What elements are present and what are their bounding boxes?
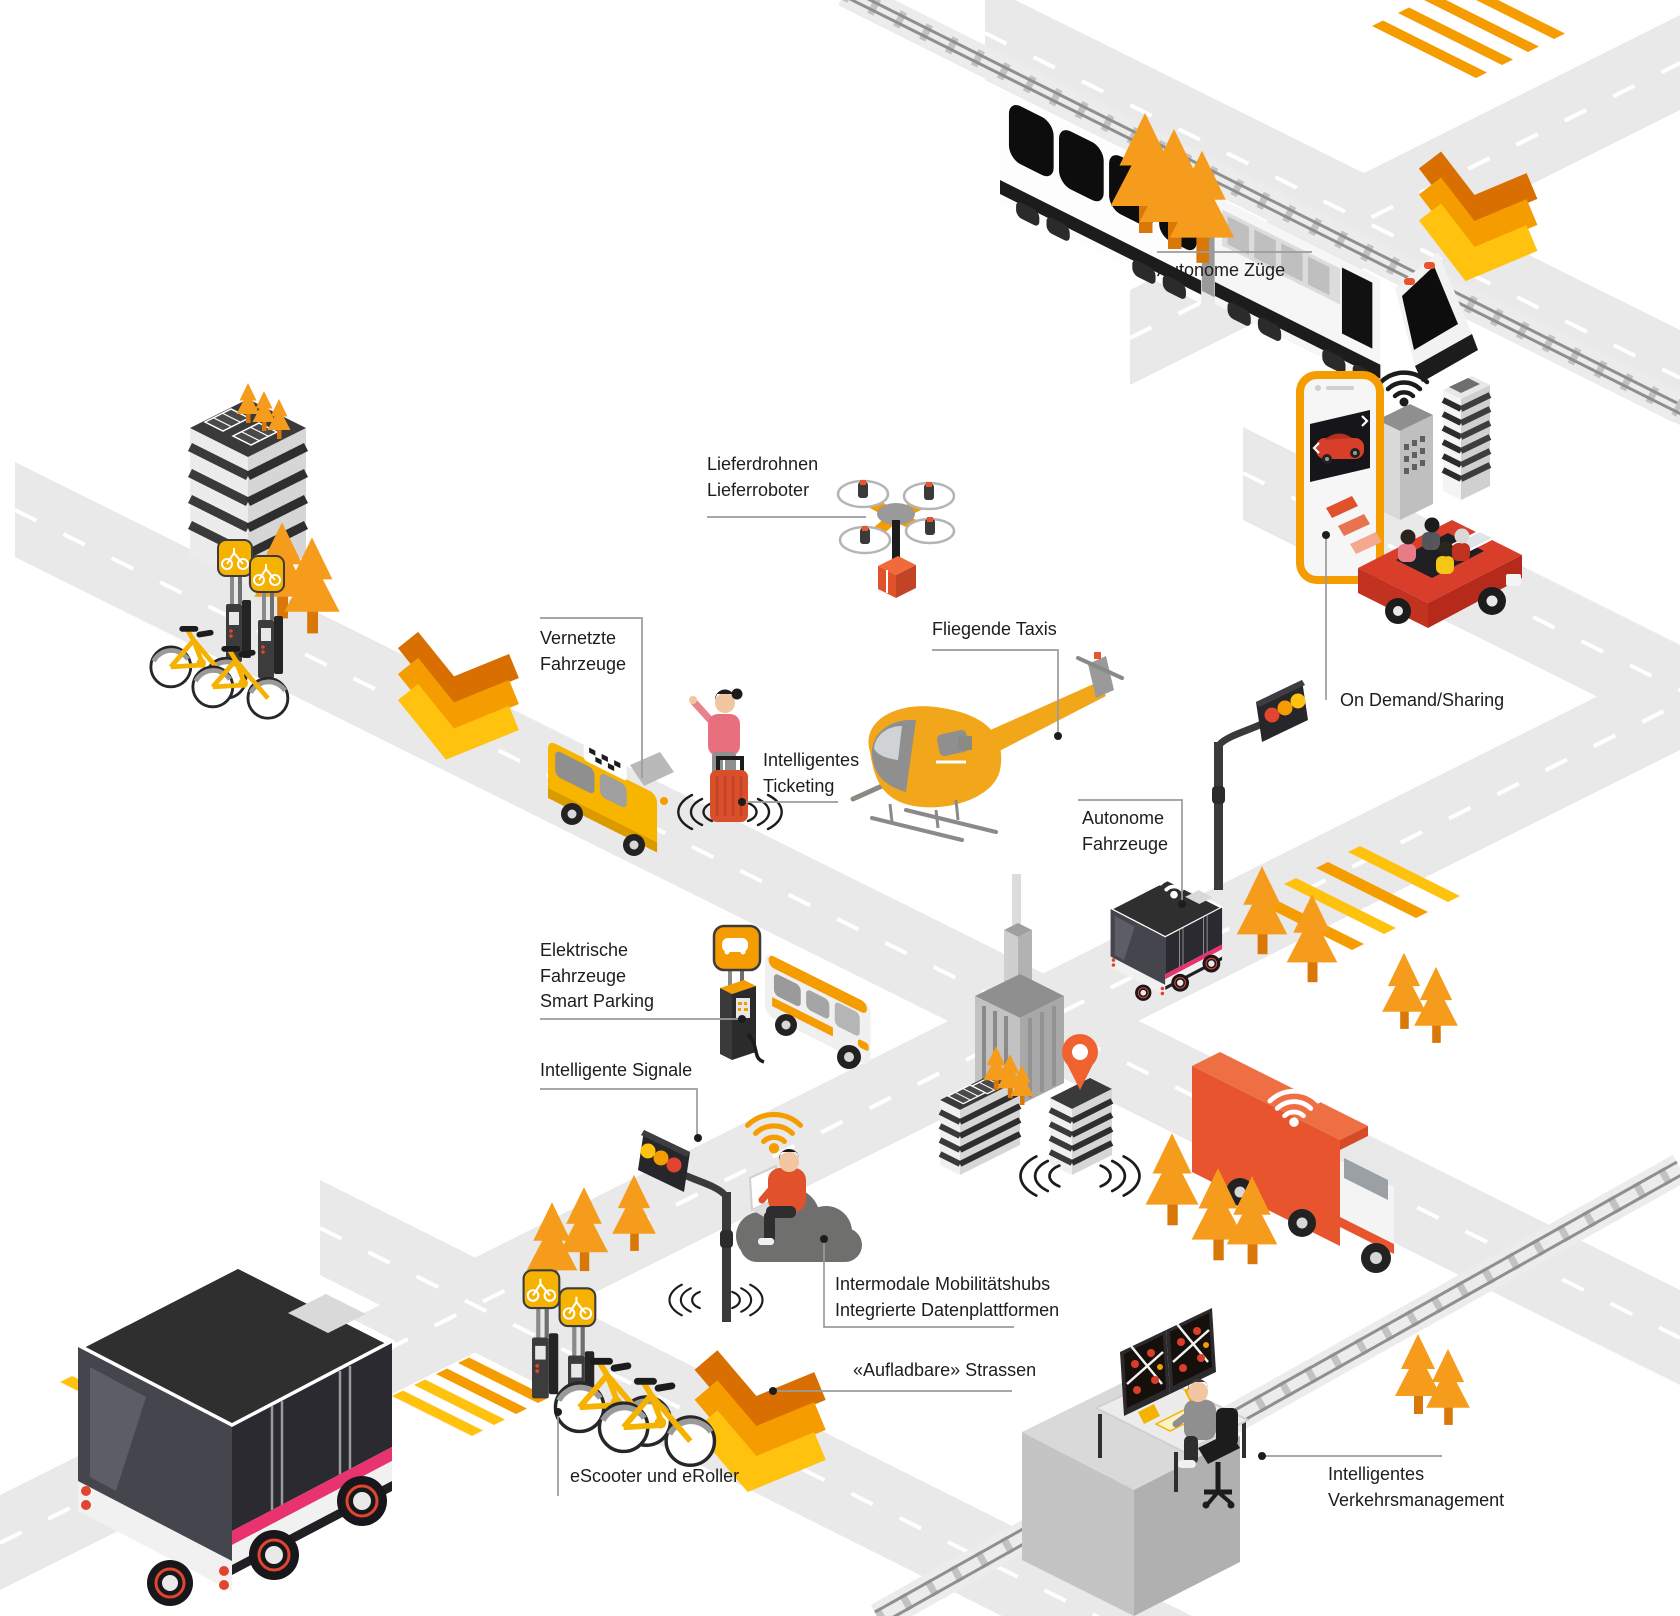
railway-bottom-line	[870, 1154, 1680, 1616]
traffic-light-2	[638, 1130, 764, 1322]
leader-dots	[554, 531, 1330, 1460]
crosswalk-top-right	[1372, 0, 1565, 78]
label-escooter-und-eroller: eScooter und eRoller	[570, 1466, 740, 1486]
ride-sharing-car	[1358, 517, 1522, 628]
railway-train-line	[838, 0, 1680, 423]
air-taxi-helicopter	[850, 652, 1124, 842]
delivery-drone	[836, 479, 956, 598]
label-lieferdrohnen-lieferroboter: Lieferdrohnen Lieferroboter	[707, 454, 819, 500]
label-vernetzte-fahrzeuge: Vernetzte Fahrzeuge	[540, 628, 627, 674]
electric-van	[765, 954, 871, 1069]
leader-lines	[540, 251, 1442, 1496]
label-aufladbare-strassen: «Aufladbare» Strassen	[853, 1360, 1037, 1380]
label-intelligentes-ticketing: Intelligentes Ticketing	[763, 750, 860, 796]
autonomous-shuttle-large	[78, 1265, 392, 1606]
label-intermodale-mobilitaetshubs: Intermodale Mobilitätshubs Integrierte D…	[835, 1274, 1060, 1320]
operator-person	[1172, 1378, 1240, 1509]
crosswalk-shuttle-right	[392, 1357, 549, 1436]
smartphone-app	[1296, 371, 1384, 584]
traffic-control-station	[1022, 1306, 1251, 1616]
label-autonome-fahrzeuge: Autonome Fahrzeuge	[1082, 808, 1169, 854]
label-intelligente-signale: Intelligente Signale	[540, 1060, 693, 1080]
solar-roof-building-center	[938, 1046, 1034, 1175]
tree-group-rails	[1395, 1334, 1470, 1425]
traveler-with-suitcase	[677, 688, 783, 831]
label-intelligentes-verkehrsmanagement: Intelligentes Verkehrsmanagement	[1328, 1464, 1505, 1510]
label-elektrische-fahrzeuge-smart-parking: Elektrische Fahrzeuge Smart Parking	[540, 940, 655, 1012]
data-cloud-person	[736, 1115, 862, 1262]
location-pin-icon	[1062, 1034, 1098, 1090]
charging-road-chevron-train	[1418, 151, 1538, 282]
location-pin-building	[1019, 1034, 1141, 1197]
orange-tree	[1145, 1133, 1199, 1226]
traffic-light-1	[1212, 680, 1308, 890]
charging-road-chevron-left	[397, 631, 519, 760]
city-towers-top-right	[1377, 373, 1492, 520]
label-on-demand-sharing: On Demand/Sharing	[1340, 690, 1505, 710]
connected-taxi	[548, 742, 674, 856]
charging-road-chevron-bottom	[694, 1350, 826, 1493]
label-fliegende-taxis: Fliegende Taxis	[932, 619, 1057, 639]
label-autonome-zuege: Autonome Züge	[1157, 260, 1286, 280]
ev-charging-station	[712, 924, 765, 1064]
